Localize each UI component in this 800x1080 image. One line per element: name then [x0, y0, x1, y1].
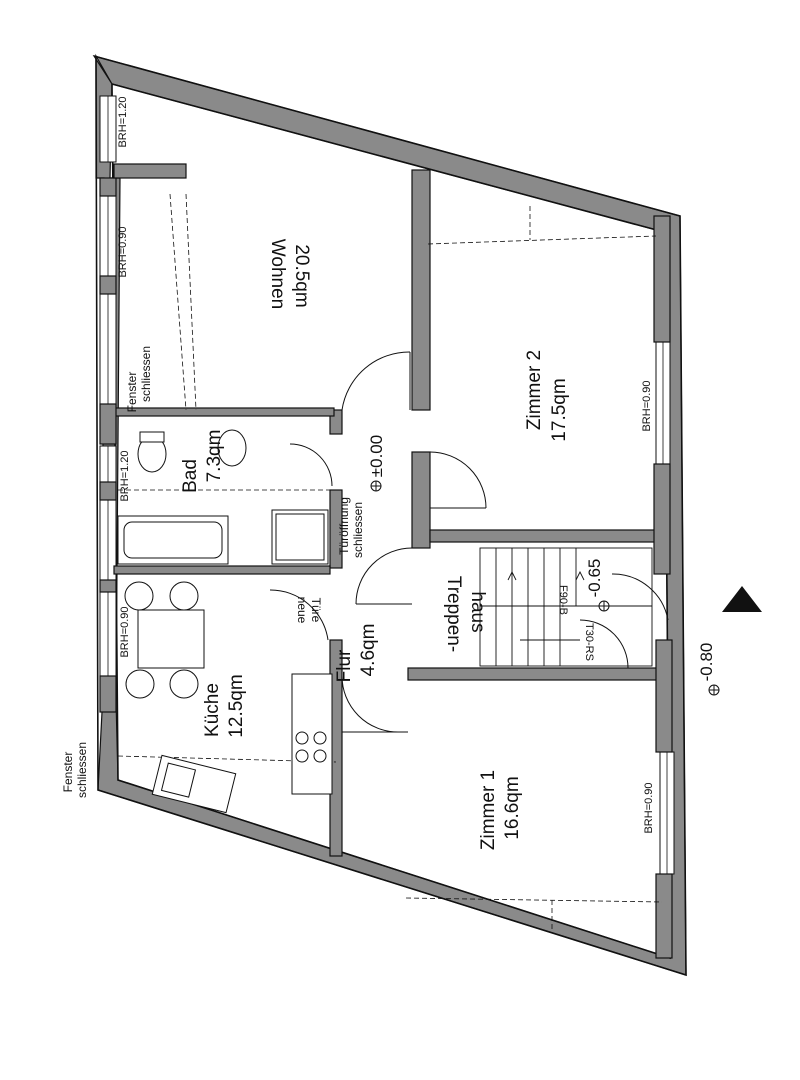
- room-name-flur: Flur: [334, 649, 355, 682]
- brh-zimmer1: BRH=0.90: [643, 782, 655, 833]
- brh-kueche: BRH=0.90: [119, 606, 131, 657]
- room-name-zimmer2: Zimmer 2: [524, 350, 545, 430]
- room-area-zimmer2: 17.5qm: [549, 378, 570, 441]
- note-neue-tuere-1: neue: [295, 597, 309, 624]
- note-fenster-outside-2: schliessen: [75, 742, 89, 798]
- inner-walls: [99, 163, 673, 959]
- wall-zimmer2-right: [653, 463, 671, 575]
- room-name-bad: Bad: [180, 459, 201, 493]
- door-zimmer1: [341, 675, 399, 733]
- pillar-kueche-2: [99, 675, 117, 713]
- wall-bad-flur: [329, 489, 343, 569]
- wall-zimmer1-lower: [655, 873, 673, 959]
- note-neue-tuere-2: Türe: [309, 598, 323, 623]
- room-name-zimmer1: Zimmer 1: [478, 770, 499, 850]
- room-name-wohnen: Wohnen: [267, 239, 288, 309]
- pillar-bad-2: [99, 481, 117, 501]
- room-name-treppenhaus-2: haus: [467, 591, 488, 632]
- note-fenster-top-2: schliessen: [139, 346, 153, 402]
- room-name-kueche: Küche: [202, 683, 223, 737]
- door-stair-2: [579, 619, 629, 669]
- room-name-treppenhaus-1: Treppen-: [443, 576, 464, 652]
- pillar-wohnen: [99, 177, 117, 197]
- door-rating-f90: F90-B: [557, 585, 569, 615]
- wall-flur-zimmer2: [411, 451, 431, 549]
- pillar-kueche: [99, 579, 117, 593]
- note-fenster-top-1: Fenster: [125, 372, 139, 413]
- room-area-kueche: 12.5qm: [226, 674, 247, 737]
- wall-wohnen-bad: [113, 407, 335, 417]
- note-tueroeffnung-1: Türöffnung: [337, 497, 351, 555]
- door-flur-entry: [355, 547, 413, 605]
- room-area-bad: 7.3qm: [204, 430, 225, 483]
- chair: [124, 581, 154, 611]
- stove-burner: [295, 749, 309, 763]
- staircase: [479, 547, 653, 667]
- level-entrance: -0.80: [697, 643, 716, 682]
- stove-burner: [313, 731, 327, 745]
- wall-zimmer1-right: [655, 639, 673, 753]
- room-area-flur: 4.6qm: [358, 624, 379, 677]
- dashed-lines: [117, 193, 663, 930]
- door-rating-t30: T30-RS: [583, 623, 595, 661]
- room-area-wohnen: 20.5qm: [291, 244, 312, 307]
- wall-wohnen-niche: [113, 163, 187, 179]
- brh-zimmer2: BRH=0.90: [641, 380, 653, 431]
- chair: [169, 669, 199, 699]
- level-floor: ±0.00: [367, 435, 386, 477]
- note-tueroeffnung-2: schliessen: [351, 502, 365, 558]
- door-zimmer2: [429, 451, 487, 509]
- brh-bad: BRH=1.20: [119, 450, 131, 501]
- wall-treppe-zimmer1: [407, 667, 665, 681]
- door-wohnen: [341, 351, 411, 411]
- wall-zimmer2-treppe: [429, 529, 657, 543]
- wall-wohnen-zimmer2: [411, 169, 431, 411]
- pillar-wohnen-2: [99, 275, 117, 295]
- wall-bad-kueche: [113, 565, 331, 575]
- windows: [99, 95, 675, 875]
- door-bad: [289, 443, 333, 487]
- chair: [125, 669, 155, 699]
- brh-wohnen-top: BRH=1.20: [117, 96, 129, 147]
- window-mullions: [107, 96, 668, 874]
- entrance-arrow-icon: [722, 586, 762, 612]
- note-fenster-outside-1: Fenster: [61, 752, 75, 793]
- wall-zimmer2-upper: [653, 215, 671, 343]
- bath-fixtures: [117, 429, 329, 565]
- brh-wohnen-left: BRH=0.90: [117, 226, 129, 277]
- kitchen-fixtures: [124, 581, 333, 814]
- level-markers: [370, 480, 720, 696]
- level-landing: -0.65: [585, 559, 604, 598]
- chair: [169, 581, 199, 611]
- door-kueche: [269, 589, 329, 641]
- room-area-zimmer1: 16.6qm: [502, 776, 523, 839]
- stove-burner: [313, 749, 327, 763]
- stove-burner: [295, 731, 309, 745]
- door-swings: [269, 351, 669, 733]
- door-stair: [611, 573, 669, 621]
- pillar-bad: [99, 403, 117, 445]
- dining-table: [137, 609, 205, 669]
- sink: [217, 429, 247, 467]
